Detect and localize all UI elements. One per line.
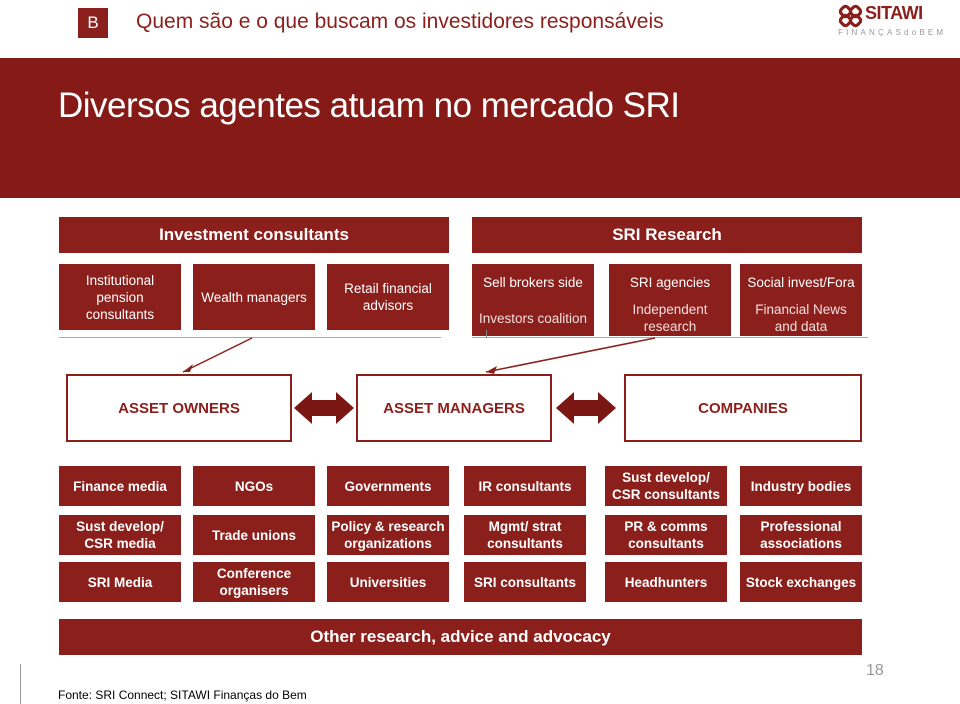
source-note: Fonte: SRI Connect; SITAWI Finanças do B…: [58, 688, 307, 702]
institutional-pension-consultants: Institutional pension consultants: [59, 264, 181, 330]
grid-cell: Professional associations: [740, 515, 862, 555]
grid-cell: Stock exchanges: [740, 562, 862, 602]
right-arrow-head-icon: [486, 366, 497, 374]
social-invest-fora: Social invest/Fora: [740, 264, 862, 300]
connector-arrows: [182, 337, 656, 374]
grid-cell: PR & comms consultants: [605, 515, 727, 555]
grid-cell: Mgmt/ strat consultants: [464, 515, 586, 555]
grid-cell: Finance media: [59, 466, 181, 506]
left-arrow-head-icon: [183, 364, 193, 372]
sri-research-header: SRI Research: [472, 217, 862, 253]
wealth-managers: Wealth managers: [193, 264, 315, 330]
other-research-bar: Other research, advice and advocacy: [59, 619, 862, 655]
asset-managers-box: ASSET MANAGERS: [356, 374, 552, 442]
double-arrow-icon: [556, 392, 616, 424]
page-title: Diversos agentes atuam no mercado SRI: [58, 86, 680, 125]
grid-cell: SRI consultants: [464, 562, 586, 602]
sell-brokers-side: Sell brokers side: [472, 264, 594, 300]
right-connector-line: [485, 337, 656, 373]
footer-divider: [20, 664, 21, 704]
grid-cell: Sust develop/ CSR media: [59, 515, 181, 555]
grid-cell: Governments: [327, 466, 449, 506]
sitawi-logo: SITAWI FINANÇASdoBEM: [838, 3, 943, 42]
grid-cell: Universities: [327, 562, 449, 602]
left-group-underline: [59, 337, 441, 338]
logo-tagline: FINANÇASdoBEM: [838, 28, 947, 37]
grid-cell: Trade unions: [193, 515, 315, 555]
retail-financial-advisors: Retail financial advisors: [327, 264, 449, 330]
investment-consultants-header: Investment consultants: [59, 217, 449, 253]
section-badge: B: [78, 8, 108, 38]
title-band: Diversos agentes atuam no mercado SRI: [0, 58, 960, 198]
grid-cell: Industry bodies: [740, 466, 862, 506]
logo-knot-icon: [838, 4, 863, 28]
independent-research: Independent research: [609, 300, 731, 336]
left-connector-line: [182, 337, 253, 373]
companies-box: COMPANIES: [624, 374, 862, 442]
grid-cell: Conference organisers: [193, 562, 315, 602]
grid-cell: SRI Media: [59, 562, 181, 602]
page-number: 18: [866, 662, 884, 679]
investors-coalition: Investors coalition: [472, 300, 594, 336]
asset-owners-box: ASSET OWNERS: [66, 374, 292, 442]
grid-cell: NGOs: [193, 466, 315, 506]
logo-wordmark: SITAWI: [865, 3, 923, 23]
sri-agencies: SRI agencies: [609, 264, 731, 300]
grid-cell: Sust develop/ CSR consultants: [605, 466, 727, 506]
double-arrow-icon: [294, 392, 354, 424]
right-group-tick: [486, 330, 487, 338]
right-group-underline: [472, 337, 868, 338]
top-heading: Quem são e o que buscam os investidores …: [136, 10, 664, 33]
grid-cell: Headhunters: [605, 562, 727, 602]
grid-cell: IR consultants: [464, 466, 586, 506]
financial-news-and-data: Financial News and data: [740, 300, 862, 336]
grid-cell: Policy & research organizations: [327, 515, 449, 555]
